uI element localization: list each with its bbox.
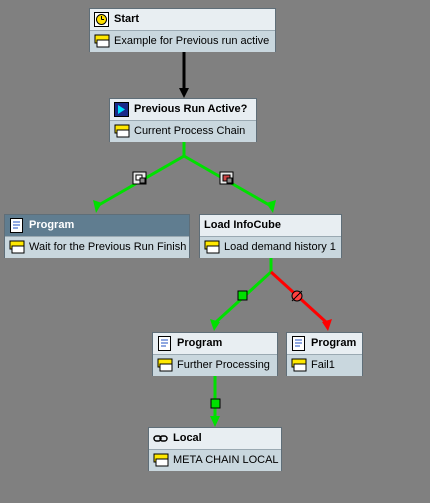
message-icon	[153, 453, 169, 467]
program-icon	[158, 336, 171, 351]
node-previous-run-subtitle: Current Process Chain	[134, 125, 246, 137]
node-load-infocube-title: Load InfoCube	[204, 219, 281, 231]
node-program-further-subtitle-row: Further Processing	[153, 355, 277, 376]
message-icon	[204, 240, 220, 254]
node-start-subtitle: Example for Previous run active	[114, 35, 270, 47]
message-icon	[94, 34, 110, 48]
node-start-title: Start	[114, 13, 140, 25]
node-start[interactable]: Start Example for Previous run active	[89, 8, 276, 52]
node-load-infocube[interactable]: Load InfoCube Load demand history 1	[199, 214, 342, 258]
edge-start-to-decision[interactable]	[179, 52, 189, 98]
node-local-subtitle: META CHAIN LOCAL	[173, 454, 279, 466]
node-program-wait-subtitle: Wait for the Previous Run Finish	[29, 241, 187, 253]
node-program-fail-subtitle-row: Fail1	[287, 355, 362, 376]
node-start-header: Start	[90, 9, 275, 31]
node-local-subtitle-row: META CHAIN LOCAL	[149, 450, 281, 471]
program-icon	[10, 218, 23, 233]
message-icon	[114, 124, 130, 138]
node-load-infocube-header: Load InfoCube	[200, 215, 341, 237]
branch-icon-no[interactable]	[219, 171, 234, 185]
edge-further-to-local[interactable]	[210, 376, 221, 427]
node-previous-run-active[interactable]: Previous Run Active? Current Process Cha…	[109, 98, 257, 142]
node-previous-run-subtitle-row: Current Process Chain	[110, 121, 256, 142]
node-program-wait-header: Program	[5, 215, 189, 237]
node-program-wait[interactable]: Program Wait for the Previous Run Finish	[4, 214, 190, 258]
node-program-fail[interactable]: Program Fail1	[286, 332, 363, 376]
error-marker-icon	[291, 290, 303, 302]
node-previous-run-title: Previous Run Active?	[134, 103, 248, 115]
edge-load-to-fail-error[interactable]	[269, 270, 332, 331]
node-local-header: Local	[149, 428, 281, 450]
edge-load-to-further-success[interactable]	[210, 258, 273, 331]
node-program-wait-subtitle-row: Wait for the Previous Run Finish	[5, 237, 189, 258]
node-program-fail-header: Program	[287, 333, 362, 355]
node-load-infocube-subtitle: Load demand history 1	[224, 241, 336, 253]
message-icon	[291, 358, 307, 372]
node-program-further[interactable]: Program Further Processing	[152, 332, 278, 376]
program-icon	[292, 336, 305, 351]
decision-icon	[114, 102, 129, 117]
node-program-fail-title: Program	[311, 337, 357, 349]
success-marker-icon	[210, 398, 221, 409]
node-program-further-title: Program	[177, 337, 223, 349]
message-icon	[9, 240, 25, 254]
node-start-subtitle-row: Example for Previous run active	[90, 31, 275, 52]
node-load-infocube-subtitle-row: Load demand history 1	[200, 237, 341, 258]
node-local[interactable]: Local META CHAIN LOCAL	[148, 427, 282, 471]
message-icon	[157, 358, 173, 372]
node-program-further-header: Program	[153, 333, 277, 355]
success-marker-icon	[237, 290, 248, 301]
node-local-title: Local	[173, 432, 202, 444]
branch-icon-yes[interactable]	[132, 171, 147, 185]
node-program-fail-subtitle: Fail1	[311, 359, 335, 371]
node-program-further-subtitle: Further Processing	[177, 359, 270, 371]
clock-icon	[94, 12, 109, 27]
node-program-wait-title: Program	[29, 219, 75, 231]
chain-link-icon	[153, 435, 168, 442]
node-previous-run-header: Previous Run Active?	[110, 99, 256, 121]
